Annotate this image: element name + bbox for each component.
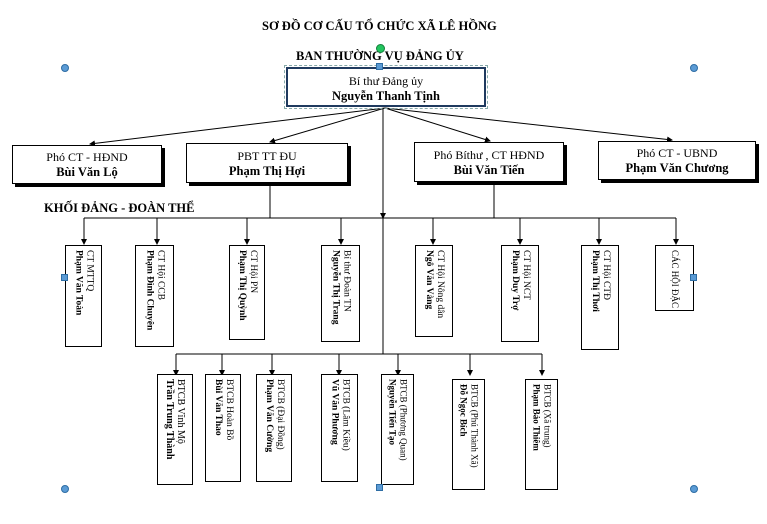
branch-name: Bùi Văn Thao bbox=[213, 379, 223, 436]
rotate-handle[interactable] bbox=[376, 44, 385, 53]
deputy-secretary-role: PBT TT ĐU bbox=[237, 149, 297, 163]
union-role: CT Hội PN bbox=[248, 250, 258, 294]
branch-name: Trần Trung Thành bbox=[164, 379, 175, 460]
union-role: CT Hội CCB bbox=[155, 250, 166, 300]
union-box-special-associations[interactable]: CÁC HỘI ĐẶC THÙ bbox=[655, 245, 694, 311]
resize-handle[interactable] bbox=[376, 63, 383, 70]
selection-handle[interactable] bbox=[61, 485, 69, 493]
branch-name: Nguyễn Tiến Tạo bbox=[387, 379, 398, 446]
section-label: KHỐI ĐẢNG - ĐOÀN THỂ bbox=[44, 201, 195, 215]
connector-top-to-l2 bbox=[89, 107, 386, 147]
branch-role: BTCB (Đại Đồng) bbox=[275, 379, 285, 450]
vice-chair-committee-name: Phạm Văn Chương bbox=[625, 161, 729, 175]
branch-box-xa-trung[interactable]: BTCB (Xã trung)Phạm Bảo Thiêm bbox=[525, 379, 558, 490]
party-secretary-box[interactable]: Bí thư Đảng ủy Nguyễn Thanh Tịnh bbox=[284, 65, 488, 109]
connector-top-to-l2 bbox=[269, 107, 386, 144]
resize-handle[interactable] bbox=[61, 274, 68, 281]
party-secretary-name: Nguyễn Thanh Tịnh bbox=[332, 89, 440, 103]
branch-role: BTCB (Lâm Kiều) bbox=[340, 379, 351, 451]
branch-box-dai-dong[interactable]: BTCB (Đại Đồng)Phạm Văn Cường bbox=[256, 374, 292, 482]
union-name: Phạm Thị Thơi bbox=[590, 250, 600, 312]
union-role: CT Hội Nông dân bbox=[435, 250, 445, 319]
party-secretary-role: Bí thư Đảng ủy bbox=[348, 74, 424, 88]
connector-top-to-l2 bbox=[384, 107, 491, 143]
union-name: Nguyễn Thị Trang bbox=[330, 250, 341, 325]
chart-title: SƠ ĐỒ CƠ CẤU TỔ CHỨC XÃ LÊ HỒNG bbox=[262, 19, 497, 33]
union-role: Bí thư Đoàn TN bbox=[341, 250, 352, 312]
vice-chair-council-box[interactable]: Phó CT - HĐND Bùi Văn Lộ bbox=[12, 145, 162, 184]
branch-box-phuong-quan[interactable]: BTCB (Phương Quan)Nguyễn Tiến Tạo bbox=[381, 374, 414, 485]
branch-role: BTCB Vĩnh Mộ bbox=[175, 379, 186, 444]
union-name: Phạm Thị Quỳnh bbox=[237, 250, 247, 321]
vice-chair-council-role: Phó CT - HĐND bbox=[46, 150, 128, 164]
connector-top-to-l2 bbox=[384, 107, 673, 143]
branch-box-phu-thanh-xa[interactable]: BTCB (Phú Thành Xã)Đỗ Ngọc Bích bbox=[452, 379, 485, 490]
union-name: Phạm Đình Chuyên bbox=[144, 250, 155, 331]
union-role: CT MTTQ bbox=[84, 250, 95, 292]
branch-role: BTCB (Phú Thành Xã) bbox=[469, 384, 480, 468]
council-chair-name: Bùi Văn Tiến bbox=[453, 163, 525, 177]
deputy-secretary-box[interactable]: PBT TT ĐU Phạm Thị Hợi bbox=[186, 143, 348, 183]
resize-handle[interactable] bbox=[690, 274, 697, 281]
branch-role: BTCB (Phương Quan) bbox=[398, 379, 409, 461]
branch-role: BTCB Hoàn Bồ bbox=[224, 379, 234, 441]
chart-subtitle: BAN THƯỜNG VỤ ĐẢNG ỦY bbox=[296, 49, 464, 63]
vice-chair-council-name: Bùi Văn Lộ bbox=[56, 165, 118, 179]
council-chair-box[interactable]: Phó Bíthư , CT HĐND Bùi Văn Tiến bbox=[414, 142, 564, 182]
branch-name: Vũ Văn Phương bbox=[329, 379, 340, 445]
selection-handle[interactable] bbox=[690, 64, 698, 72]
branch-role: BTCB (Xã trung) bbox=[542, 384, 553, 448]
union-role: CÁC HỘI ĐẶC THÙ bbox=[670, 250, 680, 311]
vice-chair-committee-box[interactable]: Phó CT - UBND Phạm Văn Chương bbox=[598, 141, 756, 180]
resize-handle[interactable] bbox=[376, 484, 383, 491]
union-role: CT Hội CTĐ bbox=[601, 250, 611, 300]
branch-name: Đỗ Ngọc Bích bbox=[458, 384, 469, 437]
deputy-secretary-name: Phạm Thị Hợi bbox=[228, 164, 306, 178]
union-name: Phạm Duy Trợ bbox=[510, 250, 520, 311]
selection-handle[interactable] bbox=[61, 64, 69, 72]
branch-name: Phạm Bảo Thiêm bbox=[531, 384, 542, 451]
branch-box-lam-kieu[interactable]: BTCB (Lâm Kiều)Vũ Văn Phương bbox=[321, 374, 358, 482]
council-chair-role: Phó Bíthư , CT HĐND bbox=[433, 148, 545, 162]
union-name: Ngô Văn Vàng bbox=[424, 250, 434, 310]
union-name: Phạm Văn Toàn bbox=[73, 250, 84, 316]
vice-chair-committee-role: Phó CT - UBND bbox=[636, 146, 718, 160]
union-role: CT Hội NCT bbox=[521, 250, 531, 300]
branch-name: Phạm Văn Cường bbox=[264, 379, 274, 453]
selection-handle[interactable] bbox=[690, 485, 698, 493]
